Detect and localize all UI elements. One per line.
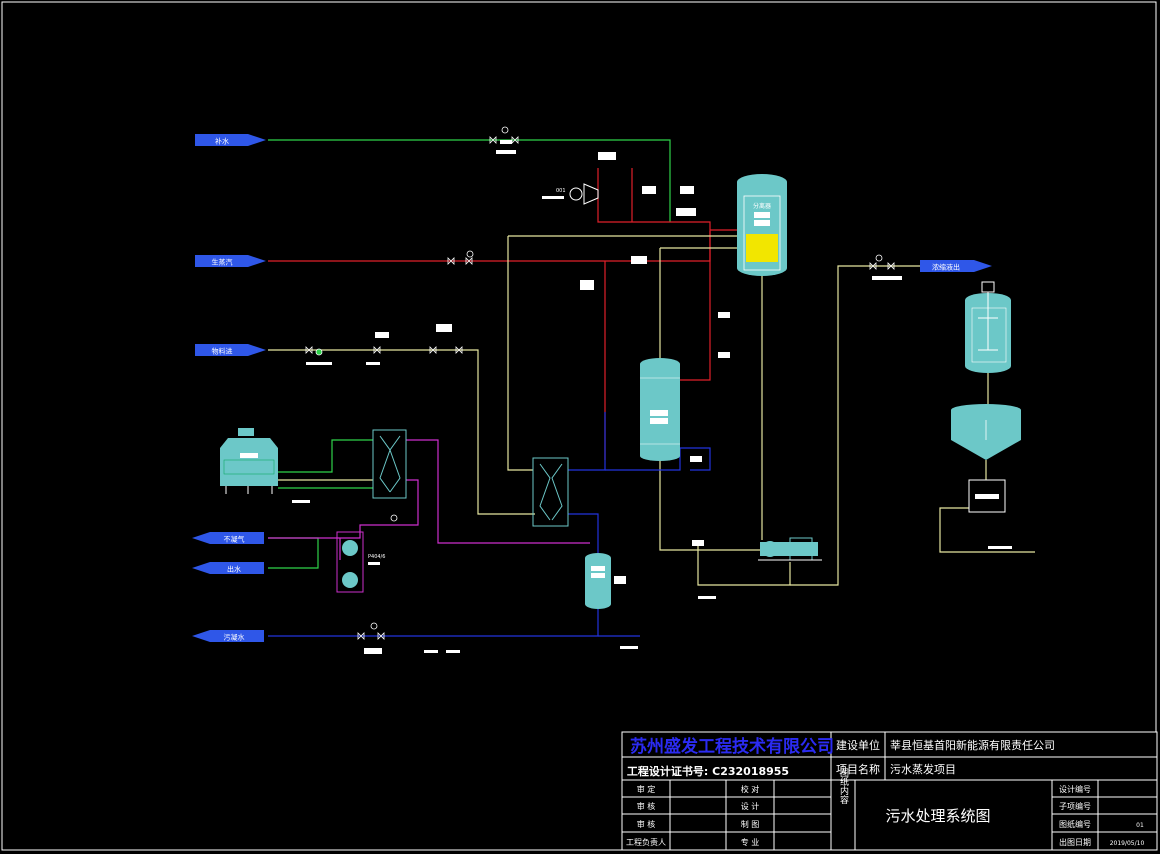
- fan-label: 001: [556, 188, 566, 194]
- heat-exchanger-main: [532, 457, 569, 527]
- noncondensable-line: [406, 439, 590, 544]
- date-value: 2019/05/10: [1110, 840, 1145, 847]
- settling-tank: [951, 404, 1021, 460]
- makeup-water-label: 补水: [215, 137, 229, 146]
- raw-steam-inlet: 生蒸汽: [195, 255, 266, 267]
- piping: [268, 139, 1035, 637]
- makeup-water-line: [268, 139, 671, 222]
- design-label: 设 计: [741, 801, 760, 811]
- company-name: 苏州盛发工程技术有限公司: [630, 736, 834, 757]
- separator-vessel: 分离器: [737, 174, 787, 276]
- noncondensable-label: 不凝气: [224, 535, 245, 544]
- condensate-outlet: 污凝水: [192, 630, 264, 642]
- project-label: 项目名称: [836, 762, 880, 776]
- condensate-line: [268, 608, 599, 637]
- vacuum-pump: P404/6: [336, 531, 385, 593]
- water-outlet: 出水: [192, 562, 264, 574]
- design-no-label: 设计编号: [1059, 784, 1091, 794]
- project-value: 污水蒸发项目: [890, 762, 956, 776]
- certificate-number: 工程设计证书号: C232018955: [627, 764, 789, 778]
- heat-exchanger-condenser: [372, 429, 407, 499]
- stream-labels: 补水 生蒸汽 物料进 不凝气 出水 污凝水 浓缩液出: [192, 134, 992, 642]
- steam-return-line: [597, 168, 711, 381]
- drawing-title: 污水处理系统图: [885, 807, 990, 825]
- feed-in-label: 物料进: [212, 347, 233, 356]
- drawing-no-label: 图纸编号: [1059, 819, 1091, 829]
- condensate-label: 污凝水: [224, 633, 245, 642]
- date-label: 出图日期: [1059, 837, 1091, 847]
- draw-label: 制 图: [741, 819, 760, 829]
- title-block: 苏州盛发工程技术有限公司 工程设计证书号: C232018955 建设单位 莘县…: [621, 731, 1158, 851]
- concentrate-out-label: 浓缩液出: [932, 263, 960, 272]
- drawing-no-value: 01: [1136, 822, 1144, 829]
- content-label: 图纸内容: [838, 768, 849, 805]
- noncondensable-outlet: 不凝气: [192, 532, 264, 544]
- feed-inlet: 物料进: [195, 344, 266, 356]
- client-value: 莘县恒基首阳新能源有限责任公司: [890, 738, 1055, 752]
- vacuum-pump-label: P404/6: [368, 554, 385, 560]
- instrument-tags: [292, 140, 1012, 654]
- cooling-water-line: [278, 439, 373, 473]
- makeup-water-inlet: 补水: [195, 134, 266, 146]
- evaporator-column: [640, 358, 680, 461]
- valve-symbols: [305, 126, 895, 640]
- separator-label: 分离器: [753, 202, 771, 210]
- approve-label: 审 定: [637, 784, 656, 794]
- review-label: 审 核: [637, 801, 656, 811]
- cooling-tower: [220, 428, 278, 494]
- check-label: 校 对: [741, 784, 760, 794]
- liquid-level: [746, 234, 778, 262]
- fan-symbol: 001: [542, 183, 599, 205]
- client-label: 建设单位: [836, 738, 880, 752]
- stirred-tank: [965, 281, 1011, 373]
- audit-label: 审 核: [637, 819, 656, 829]
- feed-line: [268, 349, 535, 515]
- circulation-pump: [758, 537, 822, 561]
- sub-no-label: 子项编号: [1059, 801, 1091, 811]
- concentrate-outlet: 浓缩液出: [920, 260, 992, 272]
- condensate-tank: [585, 553, 611, 609]
- filter-box: [968, 479, 1006, 513]
- water-out-label: 出水: [227, 565, 241, 574]
- raw-steam-label: 生蒸汽: [212, 258, 233, 267]
- project-lead-label: 工程负责人: [626, 837, 666, 847]
- discipline-label: 专 业: [741, 837, 760, 847]
